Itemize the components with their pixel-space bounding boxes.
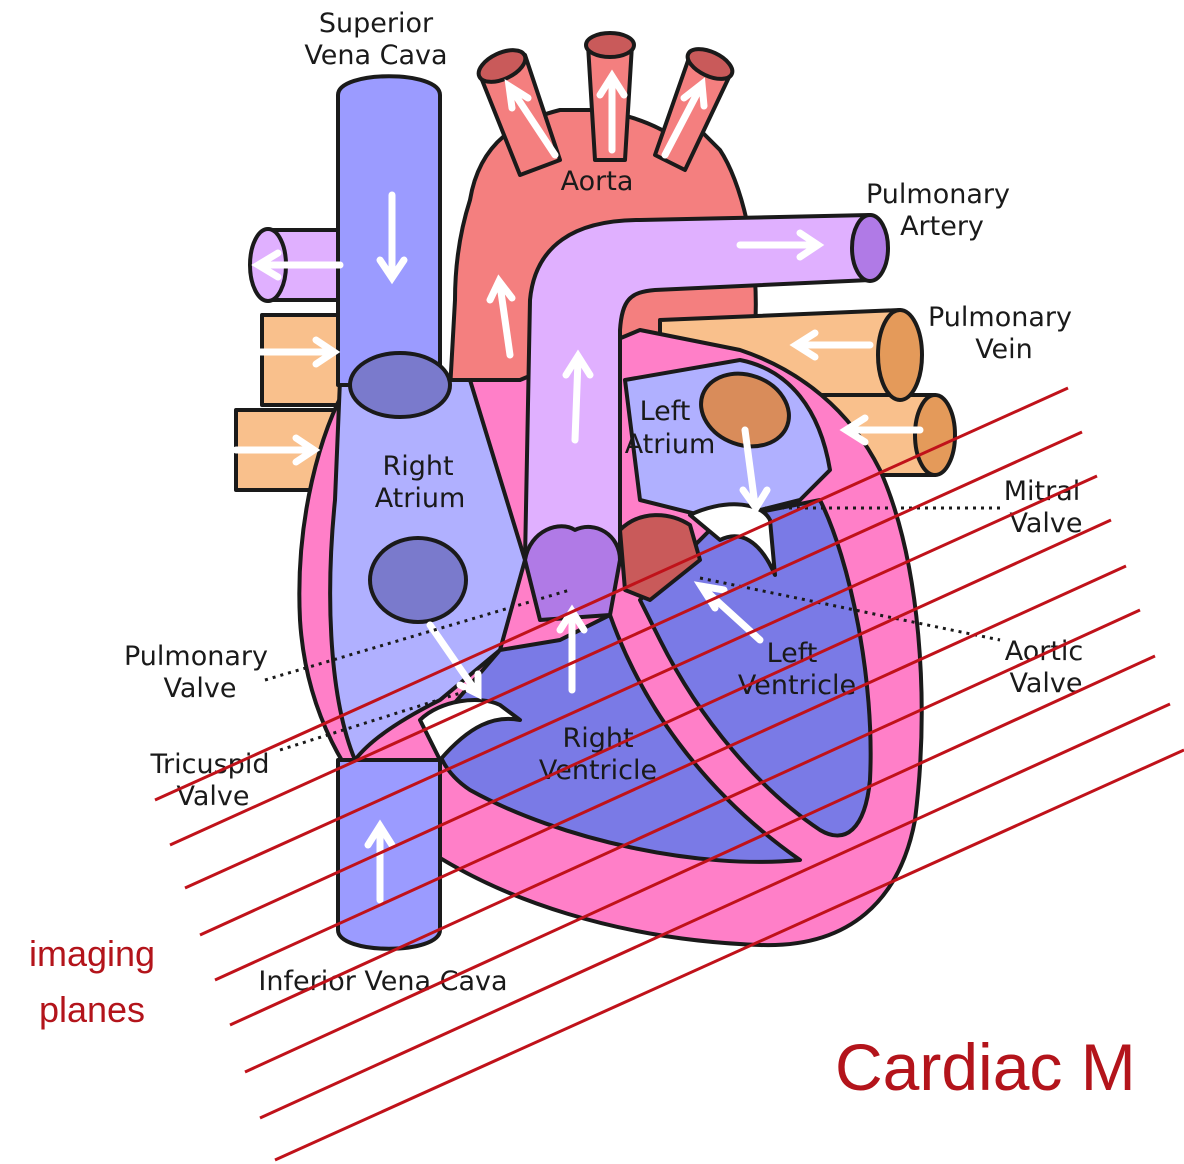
label-aorta: Aorta xyxy=(561,166,634,197)
label-superior-vena-cava: Superior xyxy=(319,8,434,39)
imaging-planes-label-line2: planes xyxy=(39,989,145,1030)
imaging-planes-label-line1: imaging xyxy=(29,933,155,974)
inferior-vena-cava xyxy=(338,760,440,949)
svg-text:Valve: Valve xyxy=(1009,508,1082,539)
svg-text:Vein: Vein xyxy=(975,334,1033,365)
svg-text:Ventricle: Ventricle xyxy=(539,755,657,786)
label-pulmonary-vein: Pulmonary xyxy=(928,302,1072,333)
label-right-ventricle: Right xyxy=(562,723,633,754)
label-pulmonary-valve: Pulmonary xyxy=(124,641,268,672)
page-title: Cardiac M xyxy=(835,1030,1136,1104)
svg-text:Artery: Artery xyxy=(900,211,984,242)
label-pulmonary-artery: Pulmonary xyxy=(866,179,1010,210)
svg-text:Atrium: Atrium xyxy=(375,483,466,514)
svg-text:Atrium: Atrium xyxy=(625,429,716,460)
label-right-atrium: Right xyxy=(382,451,453,482)
svg-text:Valve: Valve xyxy=(163,673,236,704)
svg-text:Vena Cava: Vena Cava xyxy=(304,40,447,71)
coronary-sinus-opening xyxy=(370,538,466,622)
label-left-atrium: Left xyxy=(640,396,691,427)
